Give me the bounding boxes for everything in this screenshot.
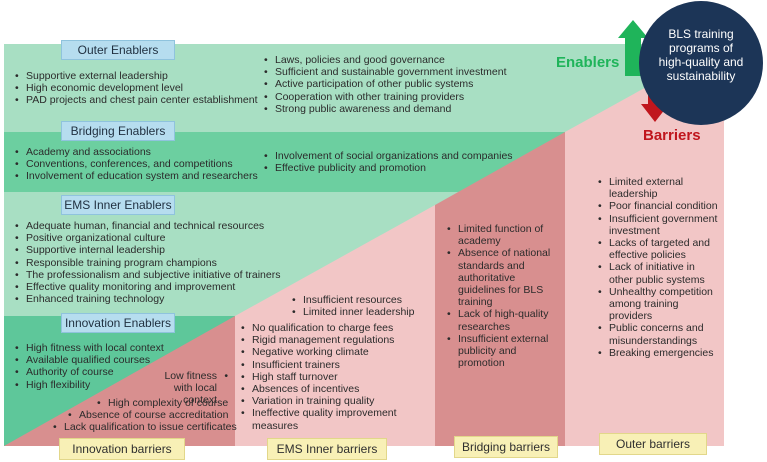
inner-enablers-label: EMS Inner Enablers [61,195,175,215]
list-item: Supportive external leadership [14,70,258,82]
inner-barriers-list: No qualification to charge fees Rigid ma… [240,322,420,432]
outer-enablers-label: Outer Enablers [61,40,175,60]
list-item: Sufficient and sustainable government in… [263,66,507,78]
enablers-arrow-icon [618,20,648,76]
list-item: Limited external leadership [597,176,719,200]
list-item: Insufficient external publicity and prom… [446,333,558,370]
list-item: Involvement of education system and rese… [14,170,258,182]
bridging-barriers-list: Limited function of academy Absence of n… [446,223,558,369]
list-item: Available qualified courses [14,354,164,366]
list-item: Lack of high-quality researches [446,308,558,332]
list-item: High fitness with local context [14,342,164,354]
list-item: Breaking emergencies [597,347,719,359]
list-item: Conventions, conferences, and competitio… [14,158,258,170]
list-item: The professionalism and subjective initi… [14,269,280,281]
list-item: Variation in training quality [240,395,420,407]
outer-enablers-left-list: Supportive external leadership High econ… [14,70,258,107]
list-item: Public concerns and misunderstandings [597,322,719,346]
list-item: Involvement of social organizations and … [263,150,513,162]
barriers-legend: Barriers [643,127,701,144]
list-item: Adequate human, financial and technical … [14,220,280,232]
list-item: Absence of course accreditation [67,409,252,421]
bridging-enablers-right-list: Involvement of social organizations and … [263,150,513,175]
list-item: Absence of national standards and author… [446,247,558,308]
list-item: High economic development level [14,82,258,94]
inner-barriers-top-list: Insufficient resources Limited inner lea… [291,294,414,319]
list-item: Unhealthy competition among training pro… [597,286,719,323]
list-item: Insufficient trainers [240,359,420,371]
innovation-barriers-list-lower: High complexity of course Absence of cou… [53,397,281,434]
enablers-legend: Enablers [556,54,620,71]
bridging-barriers-label: Bridging barriers [454,436,558,458]
innovation-enablers-label: Innovation Enablers [61,313,175,333]
list-item: Insufficient government investment [597,213,719,237]
bridging-enablers-label: Bridging Enablers [61,121,175,141]
list-item: PAD projects and chest pain center estab… [14,94,258,106]
outer-enablers-right-list: Laws, policies and good governance Suffi… [263,54,507,115]
list-item: Effective publicity and promotion [263,162,513,174]
list-item: Strong public awareness and demand [263,103,507,115]
list-item: Responsible training program champions [14,257,280,269]
list-item: Poor financial condition [597,200,719,212]
list-item: High complexity of course [96,397,281,409]
inner-enablers-list: Adequate human, financial and technical … [14,220,280,306]
list-item: Insufficient resources [291,294,414,306]
outer-barriers-list: Limited external leadership Poor financi… [597,176,719,359]
list-item: Enhanced training technology [14,293,280,305]
list-item: High staff turnover [240,371,420,383]
list-item: Limited function of academy [446,223,558,247]
list-item: Effective quality monitoring and improve… [14,281,280,293]
list-item: Limited inner leadership [291,306,414,318]
list-item: Lack of initiative in other public syste… [597,261,719,285]
list-item: Rigid management regulations [240,334,420,346]
inner-barriers-label: EMS Inner barriers [267,438,387,460]
list-item: Lack qualification to issue certificates [52,421,237,433]
list-item: No qualification to charge fees [240,322,420,334]
goal-circle-text: BLS training programs of high-quality an… [658,27,744,83]
list-item: Supportive internal leadership [14,244,280,256]
list-item: Laws, policies and good governance [263,54,507,66]
list-item: Lacks of targeted and effective policies [597,237,719,261]
list-item: Absences of incentives [240,383,420,395]
list-item: Ineffective quality improvement measures [240,407,420,431]
list-item: Academy and associations [14,146,258,158]
outer-barriers-label: Outer barriers [599,433,707,455]
goal-circle [639,1,763,125]
innovation-barriers-label: Innovation barriers [59,438,185,460]
list-item: Positive organizational culture [14,232,280,244]
bridging-enablers-left-list: Academy and associations Conventions, co… [14,146,258,183]
list-item: Negative working climate [240,346,420,358]
list-item: Active participation of other public sys… [263,78,507,90]
list-item: Cooperation with other training provider… [263,91,507,103]
